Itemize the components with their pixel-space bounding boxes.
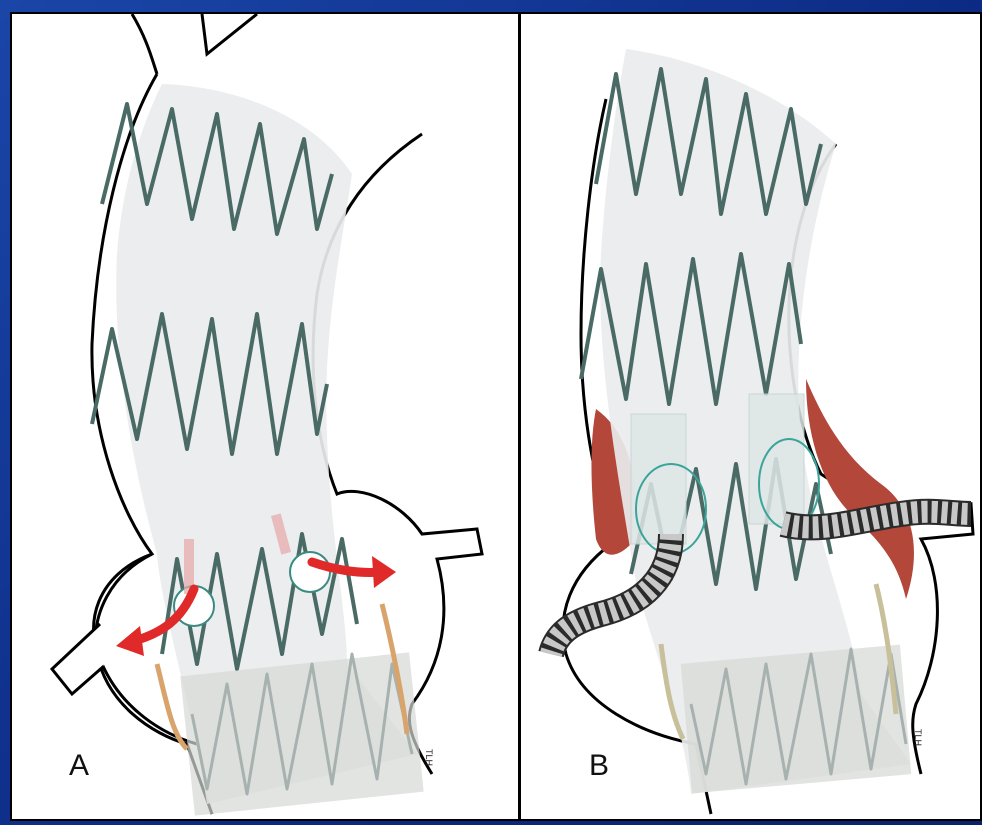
panel-a: A TLH	[10, 12, 520, 821]
red-flow-arrow-left-head	[116, 626, 144, 656]
panel-a-illustration	[12, 14, 520, 821]
illustrator-signature: TLH	[913, 729, 923, 746]
arch-branch-outline-2	[202, 14, 257, 54]
left-branch-vessel	[52, 624, 104, 694]
panel-b-label: B	[589, 749, 609, 783]
red-flow-arrow-right-head	[372, 556, 396, 588]
arch-branch-outline	[132, 14, 157, 74]
panel-a-label: A	[69, 749, 89, 783]
panel-b: B TLH	[518, 12, 982, 821]
fenestration-sleeve-left	[631, 414, 686, 544]
illustrator-signature: TLH	[424, 749, 434, 766]
fenestration-sleeve-right	[749, 394, 804, 524]
panel-b-illustration	[521, 14, 982, 821]
